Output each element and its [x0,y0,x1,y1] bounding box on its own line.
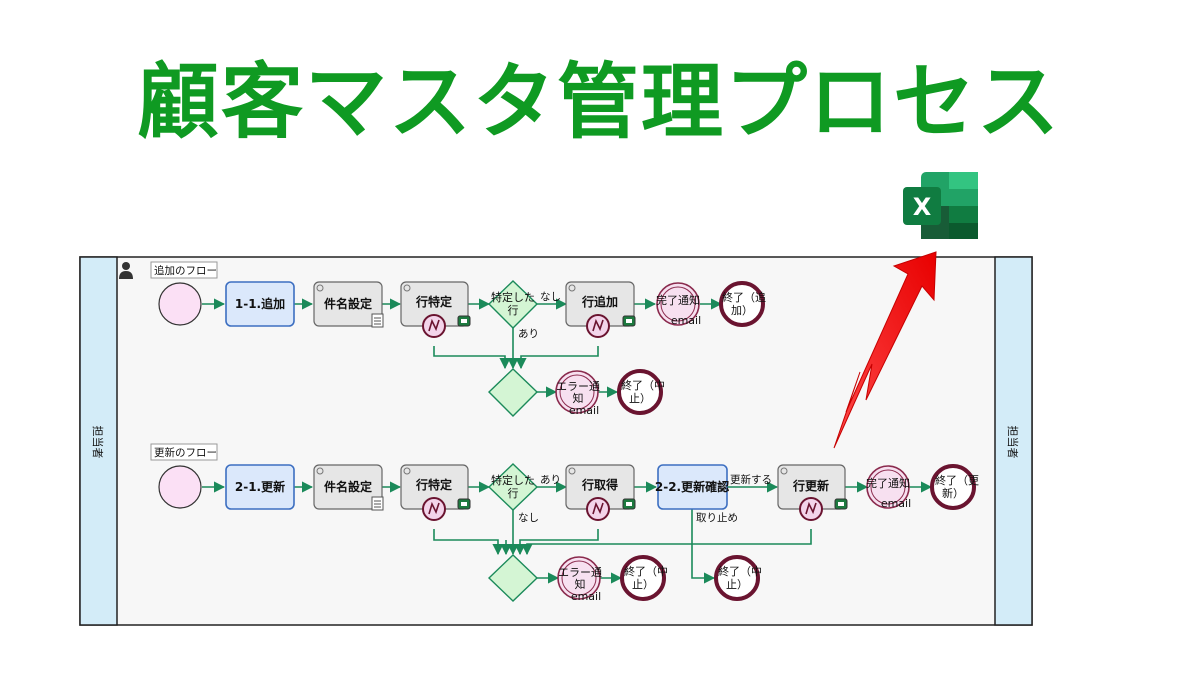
update-flow-label: 更新のフロー [154,446,217,459]
error-boundary-icon [422,314,446,338]
error-boundary-icon [422,497,446,521]
svg-text:エラー通: エラー通 [558,566,602,579]
svg-text:行追加: 行追加 [581,294,618,309]
svg-text:1-1.追加: 1-1.追加 [235,296,285,311]
svg-text:行取得: 行取得 [581,477,618,492]
add-find-task[interactable]: 行特定 [400,281,471,338]
person-icon [119,262,133,279]
add-row-task[interactable]: 行追加 [565,281,636,338]
svg-text:知: 知 [573,391,584,405]
svg-text:行: 行 [508,304,519,317]
svg-text:新）: 新） [942,486,964,500]
add-notify-event[interactable]: 完了通知 email [656,282,701,327]
svg-text:完了通知: 完了通知 [656,293,700,307]
svg-text:email: email [569,404,599,417]
add-error-notify-event[interactable]: エラー通 知 email [555,370,600,417]
update-confirm-task[interactable]: 2-2.更新確認 [655,464,729,510]
sheet-icon [622,315,636,327]
svg-text:終了（中: 終了（中 [624,564,668,578]
red-arrow-icon [833,251,937,449]
add-end-event[interactable]: 終了（追 加） [719,281,766,327]
pool [79,256,1033,626]
svg-text:知: 知 [575,577,586,591]
svg-text:行特定: 行特定 [415,477,452,492]
gear-icon [316,467,324,475]
add-merge-gateway[interactable] [487,368,539,417]
error-boundary-icon [586,497,610,521]
excel-icon[interactable]: X [903,172,978,239]
update-row-task[interactable]: 行更新 [777,464,848,521]
lane-label-right: 担当者 [1006,426,1020,459]
update-get-row-task[interactable]: 行取得 [565,464,636,521]
update-gw-none-label: なし [518,512,539,524]
gear-icon [403,284,411,292]
update-end-event[interactable]: 終了（更 新） [930,464,979,510]
update-find-task[interactable]: 行特定 [400,464,471,521]
sheet-icon [834,498,848,510]
update-start-event[interactable] [158,465,202,509]
update-notify-event[interactable]: 完了通知 email [866,465,911,510]
svg-text:行: 行 [508,487,519,500]
add-abort-end-event[interactable]: 終了（中 止） [617,369,665,415]
gear-icon [780,467,788,475]
calculator-icon [371,313,384,328]
add-flow-label: 追加のフロー [154,264,217,277]
update-cancel-end-event[interactable]: 終了（中 止） [714,555,762,601]
update-flow-label-box [150,443,218,461]
lane-header-right [994,256,1033,626]
update-abort-end-event[interactable]: 終了（中 止） [620,555,668,601]
lane-header-left [79,256,118,626]
update-gateway[interactable]: 特定した 行 [487,463,539,511]
svg-text:email: email [571,590,601,603]
update-merge-gateway[interactable] [487,554,539,602]
error-boundary-icon [586,314,610,338]
add-gw-exists-label: あり [518,328,539,340]
svg-text:エラー通: エラー通 [556,380,600,393]
svg-text:email: email [671,314,701,327]
svg-text:行特定: 行特定 [415,294,452,309]
svg-text:完了通知: 完了通知 [866,476,910,490]
gear-icon [568,467,576,475]
svg-text:終了（中: 終了（中 [718,564,762,578]
update-gw-exists-label: あり [540,474,561,486]
svg-text:特定した: 特定した [491,473,535,487]
svg-text:email: email [881,497,911,510]
sheet-icon [457,498,471,510]
gear-icon [316,284,324,292]
sheet-icon [457,315,471,327]
error-boundary-icon [799,497,823,521]
svg-text:終了（中: 終了（中 [621,378,665,392]
svg-text:件名設定: 件名設定 [324,296,372,311]
add-gateway[interactable]: 特定した 行 [487,280,539,329]
add-start-event[interactable] [158,282,202,326]
gear-icon [403,467,411,475]
update-subject-task[interactable]: 件名設定 [313,464,384,511]
page-title: 顧客マスタ管理プロセス [136,54,1061,150]
do-update-label: 更新する [730,473,772,486]
add-subject-task[interactable]: 件名設定 [313,281,384,328]
svg-text:終了（追: 終了（追 [722,290,766,304]
sheet-icon [622,498,636,510]
update-error-notify-event[interactable]: エラー通 知 email [557,556,602,603]
svg-text:止）: 止） [632,578,654,591]
svg-text:2-1.更新: 2-1.更新 [235,479,285,494]
svg-text:止）: 止） [629,392,651,405]
add-flow-label-box [150,261,218,279]
lane-label-left: 担当者 [91,426,105,459]
calculator-icon [371,496,384,511]
svg-text:特定した: 特定した [491,290,535,304]
excel-letter: X [913,193,932,221]
svg-text:行更新: 行更新 [792,478,829,493]
cancel-label: 取り止め [696,512,738,524]
svg-text:件名設定: 件名設定 [324,479,372,494]
svg-text:2-2.更新確認: 2-2.更新確認 [655,479,729,494]
add-task-1[interactable]: 1-1.追加 [225,281,295,327]
gear-icon [568,284,576,292]
svg-text:止）: 止） [726,578,748,591]
add-gw-none-label: なし [540,291,561,303]
svg-text:終了（更: 終了（更 [935,473,979,487]
update-task-1[interactable]: 2-1.更新 [225,464,295,510]
svg-text:加）: 加） [731,304,753,317]
